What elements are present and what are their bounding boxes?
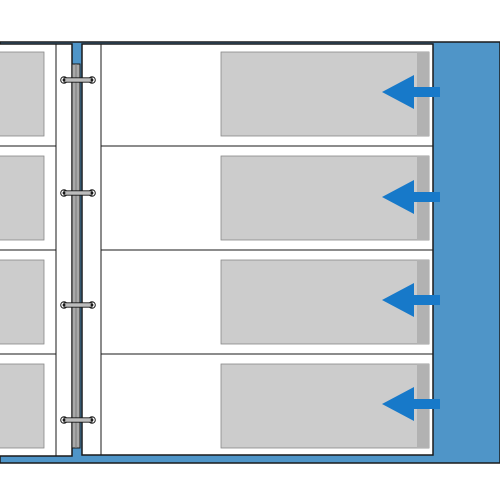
- arrow-shaft: [408, 399, 440, 409]
- left-photo-slot: [0, 155, 45, 241]
- ring-rivet-right: [90, 191, 94, 195]
- arrow-head: [382, 387, 414, 421]
- left-page: [0, 43, 73, 457]
- ring-rivet-left: [62, 191, 66, 195]
- ring-rivet-left: [62, 418, 66, 422]
- arrow-head: [382, 283, 414, 317]
- ring-rivet-left: [62, 303, 66, 307]
- binder-ring-icon: [60, 301, 96, 309]
- arrow-head: [382, 180, 414, 214]
- binder-spine: [71, 63, 81, 449]
- ring-rivet-right: [90, 78, 94, 82]
- ring-rivet-right: [90, 418, 94, 422]
- ring-rivet-right: [90, 303, 94, 307]
- insert-arrows: [382, 75, 440, 421]
- arrow-left-icon: [382, 387, 440, 421]
- ring-rivet-left: [62, 78, 66, 82]
- arrow-left-icon: [382, 180, 440, 214]
- left-photo-slot: [0, 259, 45, 345]
- binder-ring-icon: [60, 189, 96, 197]
- ring-bar: [63, 417, 93, 423]
- binder-rings: [60, 76, 96, 424]
- photo-pockets: [220, 51, 430, 449]
- arrow-shaft: [408, 87, 440, 97]
- arrow-shaft: [408, 295, 440, 305]
- binder-ring-icon: [60, 416, 96, 424]
- ring-bar: [63, 190, 93, 196]
- ring-bar: [63, 302, 93, 308]
- arrow-left-icon: [382, 283, 440, 317]
- left-photo-slot: [0, 363, 45, 449]
- ring-bar: [63, 77, 93, 83]
- arrow-head: [382, 75, 414, 109]
- left-photo-slot: [0, 51, 45, 137]
- arrow-shaft: [408, 192, 440, 202]
- binder-ring-icon: [60, 76, 96, 84]
- arrow-left-icon: [382, 75, 440, 109]
